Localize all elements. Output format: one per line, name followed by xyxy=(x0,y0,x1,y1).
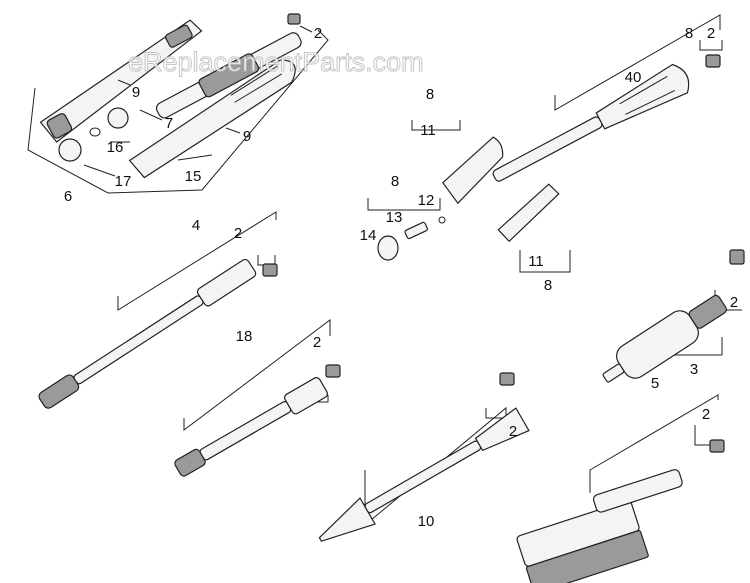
callout: 2 xyxy=(314,25,322,42)
callout: 2 xyxy=(313,334,321,351)
lance-3-body xyxy=(602,294,727,383)
connector-2 xyxy=(287,13,301,25)
callout: 8 xyxy=(685,25,693,42)
callout: 7 xyxy=(165,115,173,132)
connector-2g xyxy=(709,439,725,453)
callout: 2 xyxy=(702,406,710,423)
callout: 10 xyxy=(418,513,435,530)
wand-18-tube xyxy=(174,377,329,477)
callout: 2 xyxy=(234,225,242,242)
assembly-6 xyxy=(27,13,329,194)
callout: 12 xyxy=(418,192,435,209)
callout: 14 xyxy=(360,227,377,244)
callout: 13 xyxy=(386,209,403,226)
wand-18 xyxy=(174,318,341,477)
o-ring-16 xyxy=(89,127,101,137)
bracket-18 xyxy=(183,318,331,432)
nut-17 xyxy=(58,138,82,162)
callout: 4 xyxy=(192,217,200,234)
lance-40 xyxy=(492,63,690,182)
connector-2c xyxy=(262,263,278,277)
handle-shell-9b xyxy=(128,59,296,179)
cover-11 xyxy=(442,136,504,205)
connector-2f xyxy=(729,249,745,265)
connector-2d xyxy=(325,364,341,378)
wand-10-tube xyxy=(318,407,530,542)
o-ring-12 xyxy=(438,216,446,224)
callout: 8 xyxy=(544,277,552,294)
callout: 18 xyxy=(236,328,253,345)
callout: 9 xyxy=(132,84,140,101)
callout: 40 xyxy=(625,69,642,86)
wand-4 xyxy=(38,211,278,409)
spray-tube xyxy=(155,32,302,119)
spring-14 xyxy=(377,235,399,261)
bracket-2 xyxy=(699,40,723,51)
connector-2b xyxy=(705,54,721,68)
assembly-8 xyxy=(367,14,723,273)
wand-4-tube xyxy=(38,258,257,409)
bracket-5 xyxy=(589,394,719,493)
lance-3 xyxy=(602,249,745,383)
bracket-6 xyxy=(27,29,329,194)
callout: 6 xyxy=(64,188,72,205)
wand-10 xyxy=(318,372,530,542)
coupling-7 xyxy=(107,107,129,129)
callout: 9 xyxy=(243,128,251,145)
bracket-4 xyxy=(117,211,277,311)
bracket-8 xyxy=(554,14,721,111)
callout: 2 xyxy=(730,294,738,311)
screw-15 xyxy=(177,154,213,161)
callout-labels: 2 9 7 9 16 17 15 6 8 2 40 8 11 8 12 13 1… xyxy=(64,25,738,530)
callout: 2 xyxy=(509,423,517,440)
callout: 11 xyxy=(528,253,544,270)
callout: 2 xyxy=(707,25,715,42)
callout: 15 xyxy=(185,168,202,185)
callout: 3 xyxy=(690,361,698,378)
callout: 17 xyxy=(115,173,132,190)
brush-5-body xyxy=(516,469,683,583)
connector-2e xyxy=(499,372,515,386)
callout: 8 xyxy=(426,86,434,103)
cover-11b xyxy=(497,183,560,243)
callout: 5 xyxy=(651,375,659,392)
callout: 16 xyxy=(107,139,124,156)
callout: 11 xyxy=(420,122,436,139)
watermark: eReplacementParts.com xyxy=(128,47,424,77)
nozzle-13 xyxy=(404,221,429,240)
callout: 8 xyxy=(391,173,399,190)
brush-5 xyxy=(516,394,725,583)
